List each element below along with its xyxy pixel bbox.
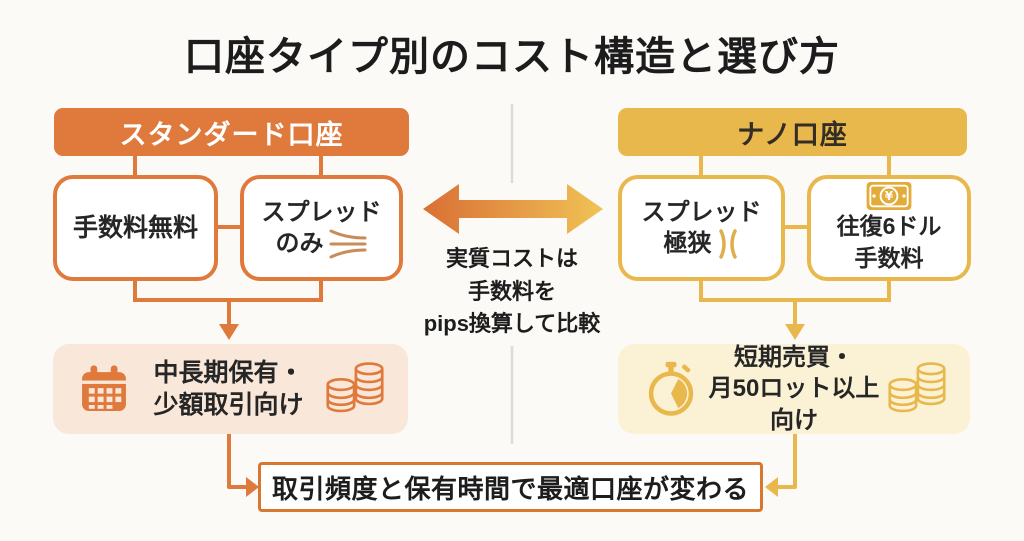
- banknote-yen-icon: ¥: [866, 182, 912, 211]
- comparison-note-line3: pips換算して比較: [423, 311, 601, 337]
- nano-spread-box: スプレッド 極狭: [618, 175, 785, 281]
- conclusion-box: 取引頻度と保有時間で最適口座が変わる: [258, 462, 763, 512]
- standard-fee-label: 手数料無料: [72, 213, 198, 242]
- standard-fee-box: 手数料無料: [53, 175, 218, 281]
- comparison-note-line1: 実質コストは: [445, 246, 578, 271]
- standard-spread-line2: のみ: [275, 230, 324, 257]
- nano-footer-arrowhead: [765, 477, 778, 497]
- spread-narrow-icon: [718, 228, 737, 259]
- page-title: 口座タイプ別のコスト構造と選び方: [184, 35, 840, 79]
- standard-target-line1: 中長期保有・: [153, 358, 304, 387]
- standard-spread-line1: スプレッド: [261, 198, 382, 226]
- banknote-currency-symbol: ¥: [885, 189, 894, 203]
- nano-fee-line1: 往復6ドル: [836, 213, 942, 240]
- nano-down-arrowhead: [785, 324, 805, 340]
- coin-stack-icon: [326, 362, 384, 413]
- compare-double-arrow: [423, 184, 603, 234]
- standard-target-text: 中長期保有・ 少額取引向け: [131, 357, 326, 422]
- nano-target-line1: 短期売買・: [734, 344, 854, 372]
- nano-spread-line1: スプレッド: [641, 198, 762, 226]
- standard-account-header: スタンダード口座: [54, 108, 409, 156]
- comparison-note-line2: 手数料を: [467, 278, 556, 304]
- nano-target-text: 短期売買・ 月50ロット以上向け: [700, 342, 888, 436]
- standard-target-line2: 少額取引向け: [153, 391, 304, 419]
- nano-target-panel: 短期売買・ 月50ロット以上向け: [618, 344, 970, 434]
- nano-account-header: ナノ口座: [618, 108, 967, 156]
- nano-fee-line2: 手数料: [854, 245, 924, 271]
- standard-target-panel: 中長期保有・ 少額取引向け: [53, 344, 408, 434]
- nano-fee-box: ¥ 往復6ドル 手数料: [807, 175, 971, 281]
- standard-spread-box: スプレッド のみ: [240, 175, 403, 281]
- nano-spread-line2: 極狭: [663, 230, 712, 257]
- calendar-icon: [82, 365, 126, 411]
- conclusion-text: 取引頻度と保有時間で最適口座が変わる: [271, 473, 749, 504]
- coin-stack-icon: [888, 362, 946, 413]
- spread-wide-icon: [329, 229, 366, 259]
- standard-down-arrowhead: [219, 324, 239, 340]
- comparison-note: 実質コストは 手数料を pips換算して比較: [405, 243, 619, 341]
- stopwatch-icon: [648, 361, 694, 416]
- nano-target-line2: 月50ロット以上向け: [708, 375, 880, 434]
